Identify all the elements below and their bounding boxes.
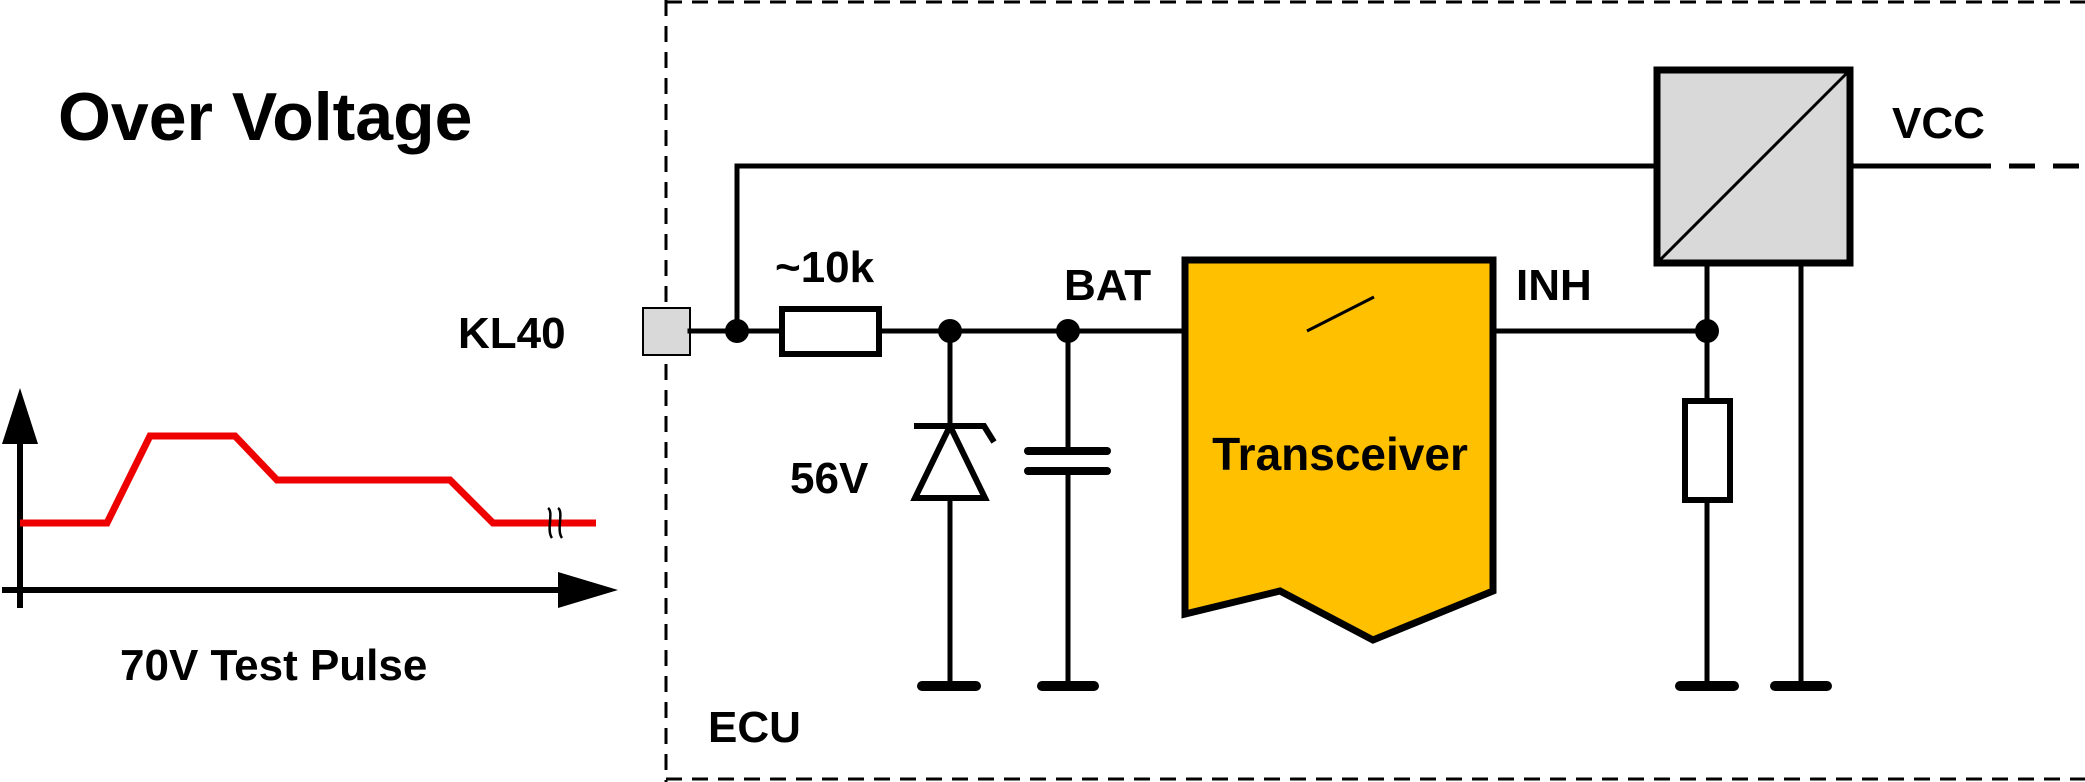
pulse-curve xyxy=(20,432,596,527)
capacitor xyxy=(1024,328,1111,691)
zener-diode xyxy=(910,328,997,691)
zener-label: 56V xyxy=(790,454,869,503)
pulse-x-arrow-icon xyxy=(558,572,618,608)
inh-label: INH xyxy=(1516,261,1592,310)
junction-node xyxy=(725,319,749,343)
pulldown-resistor xyxy=(1675,260,1739,691)
transceiver-label: Transceiver xyxy=(1212,428,1468,480)
pulse-break-mark-icon xyxy=(557,506,564,539)
series-resistor xyxy=(779,306,882,357)
transceiver-block xyxy=(1181,256,1497,644)
vcc-label: VCC xyxy=(1892,99,1985,148)
pulse-break-mark-icon xyxy=(547,506,554,539)
kl40-connector xyxy=(642,307,691,356)
resistor-label: ~10k xyxy=(775,243,875,292)
ecu-label: ECU xyxy=(708,703,801,752)
voltage-regulator xyxy=(1653,66,1854,267)
regulator-ground xyxy=(1770,260,1832,691)
bat-label: BAT xyxy=(1064,261,1151,310)
pulse-caption: 70V Test Pulse xyxy=(120,641,427,690)
pulse-y-arrow-icon xyxy=(2,388,38,444)
test-pulse-plot: 70V Test Pulse xyxy=(2,388,618,690)
ecu-boundary xyxy=(664,0,2085,782)
transceiver-switch xyxy=(1306,295,1375,333)
kl40-label: KL40 xyxy=(458,309,566,358)
diagram-title: Over Voltage xyxy=(58,79,472,155)
